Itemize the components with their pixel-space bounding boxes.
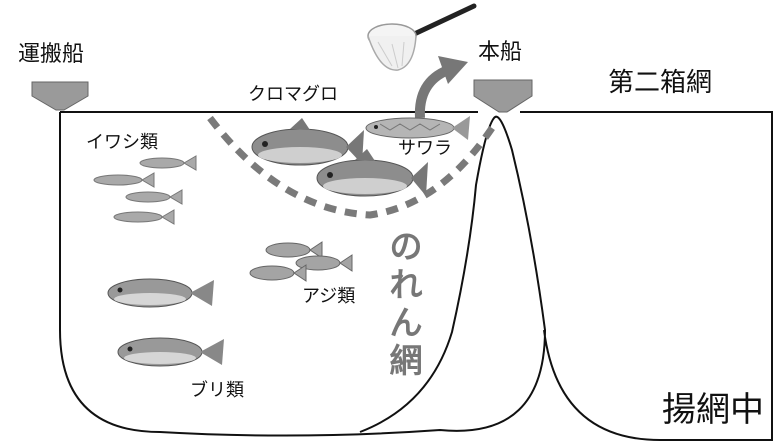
- aji-fish: [265, 241, 323, 259]
- iwashi-fish-group: [93, 155, 197, 225]
- kuromaguro-fish-group: [251, 118, 428, 197]
- noren-net-label-text: のれん網: [389, 227, 423, 380]
- aji-fish: [295, 254, 353, 272]
- fish-label-buri: ブリ類: [190, 380, 244, 401]
- main-ship-marker: [473, 79, 533, 113]
- tuna-fish: [251, 118, 364, 166]
- main-ship-label: 本船: [478, 40, 523, 65]
- buri-fish-group: [107, 278, 224, 367]
- buri-fish: [107, 278, 214, 308]
- aji-fish: [249, 264, 307, 282]
- transport-ship-marker: [31, 81, 89, 111]
- status-label: 揚網中: [662, 390, 764, 430]
- arrow-icon: [414, 56, 468, 119]
- fish-label-aji: アジ類: [302, 286, 356, 307]
- iwashi-fish: [93, 172, 155, 188]
- noren-net-label: のれん網: [386, 228, 426, 380]
- iwashi-fish: [139, 155, 197, 171]
- iwashi-fish: [125, 189, 183, 205]
- iwashi-fish: [113, 209, 175, 225]
- sawara-fish: [365, 116, 470, 140]
- tuna-fish: [316, 149, 428, 197]
- fish-label-iwashi: イワシ類: [86, 132, 158, 153]
- buri-fish: [117, 337, 224, 367]
- aji-fish-group: [249, 241, 353, 282]
- transport-ship-label: 運搬船: [18, 42, 85, 67]
- fish-label-kuromaguro: クロマグロ: [248, 84, 338, 105]
- net-outline: [59, 111, 773, 441]
- hand-net-icon: [367, 3, 477, 71]
- fish-label-sawara: サワラ: [398, 138, 452, 159]
- noren-net-curve: [207, 115, 495, 219]
- net-name-label: 第二箱網: [608, 68, 713, 98]
